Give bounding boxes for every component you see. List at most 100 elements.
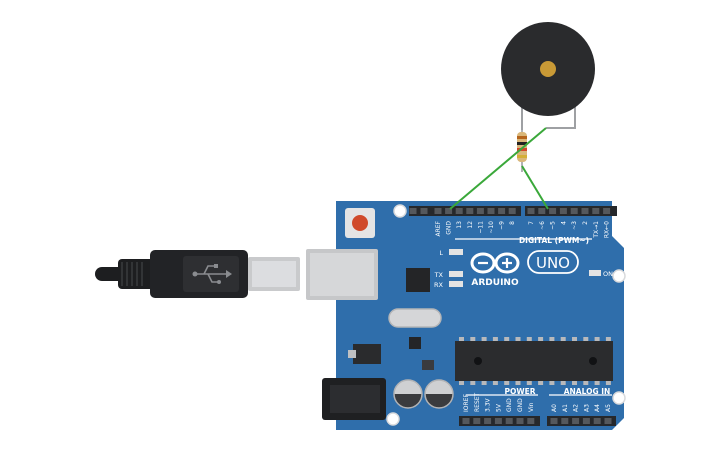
header-pin[interactable] (473, 418, 481, 424)
chip-leg (470, 337, 476, 342)
header-pin[interactable] (409, 208, 417, 214)
wire-gnd[interactable] (449, 127, 547, 210)
digital-header-left (409, 206, 521, 216)
capacitor (393, 379, 423, 409)
header-pin[interactable] (603, 208, 611, 214)
chip-leg (583, 337, 589, 342)
pin-label: 7 (528, 221, 535, 225)
pin-label: RESET (474, 392, 481, 412)
chip-leg (481, 380, 487, 385)
header-pin[interactable] (476, 208, 484, 214)
led-tx-label: TX (434, 271, 444, 279)
pin-label: IOREF (463, 394, 470, 412)
pin-label: Vin (528, 402, 535, 412)
pin-label: GND (517, 398, 524, 412)
header-pin[interactable] (559, 208, 567, 214)
header-pin[interactable] (549, 208, 557, 214)
chip-leg (526, 337, 532, 342)
header-pin[interactable] (466, 208, 474, 214)
header-pin[interactable] (572, 418, 580, 424)
pin-label: ~3 (571, 221, 578, 230)
header-pin[interactable] (604, 418, 612, 424)
chip-leg (572, 337, 577, 342)
pin-label: GND (506, 398, 513, 412)
dc-power-jack (322, 378, 386, 420)
chip-leg (594, 380, 600, 385)
usb-cable[interactable] (95, 250, 300, 298)
arduino-uno-board[interactable]: L TX RX ON ARDUINO UNO DIGITAL (306, 201, 626, 430)
header-pin[interactable] (455, 208, 463, 214)
header-pin[interactable] (593, 418, 601, 424)
chip-leg (515, 380, 521, 385)
header-pin[interactable] (505, 418, 513, 424)
chip-leg (572, 380, 577, 385)
header-pin[interactable] (494, 418, 502, 424)
usb-icon (192, 264, 232, 284)
small-chip (409, 337, 421, 349)
header-pin[interactable] (420, 208, 428, 214)
chip-leg (560, 380, 566, 385)
pin-label: ~10 (488, 221, 495, 234)
header-pin[interactable] (445, 208, 453, 214)
pin-label: 5V (495, 403, 502, 412)
chip-leg (504, 337, 510, 342)
pin-label: ~11 (477, 221, 484, 234)
chip-leg (515, 337, 521, 342)
led-tx: TX (434, 271, 463, 279)
voltage-regulator (353, 344, 381, 364)
analog-header (547, 416, 616, 426)
pin-label: AREF (435, 220, 442, 236)
chip-leg (492, 380, 498, 385)
crystal-oscillator (388, 308, 442, 328)
pin-label: ~9 (499, 221, 506, 230)
header-pin[interactable] (527, 208, 535, 214)
pin-label: 4 (560, 221, 567, 225)
mounting-hole (612, 269, 626, 283)
uno-badge: UNO (527, 250, 579, 274)
header-pin[interactable] (550, 418, 558, 424)
wire-pin-5[interactable] (521, 165, 549, 210)
chip-leg (605, 337, 611, 342)
capacitor (424, 379, 454, 409)
pin-label: 12 (467, 221, 474, 229)
header-pin[interactable] (581, 208, 589, 214)
pin-label: TX→1 (593, 221, 600, 239)
chip-leg (594, 337, 600, 342)
pin-label: 2 (582, 221, 589, 225)
header-pin[interactable] (487, 208, 495, 214)
header-pin[interactable] (561, 418, 569, 424)
pin-label: GND (446, 221, 453, 235)
header-pin[interactable] (434, 208, 442, 214)
pin-label: A3 (583, 404, 590, 412)
arduino-logo: ARDUINO (470, 252, 520, 288)
header-pin[interactable] (462, 418, 470, 424)
pin-label: ~5 (550, 221, 557, 230)
wires[interactable] (449, 127, 549, 210)
chip-leg (526, 380, 532, 385)
reset-button[interactable] (345, 208, 375, 238)
chip-leg (560, 337, 566, 342)
header-pin[interactable] (527, 418, 535, 424)
header-pin[interactable] (582, 418, 590, 424)
header-pin[interactable] (570, 208, 578, 214)
power-label: POWER (504, 387, 535, 396)
piezo-buzzer[interactable] (501, 22, 595, 130)
chip-leg (470, 380, 476, 385)
small-chip (422, 360, 434, 370)
chip-leg (538, 380, 544, 385)
header-pin[interactable] (508, 208, 516, 214)
pin-label: A1 (562, 404, 569, 412)
atmega-chip (455, 337, 613, 385)
header-pin[interactable] (538, 208, 546, 214)
header-pin[interactable] (498, 208, 506, 214)
chip-leg (459, 337, 464, 342)
header-pin[interactable] (516, 418, 524, 424)
pin-label: RX←0 (604, 221, 611, 238)
led-rx-label: RX (434, 281, 444, 289)
header-pin[interactable] (592, 208, 600, 214)
digital-label: DIGITAL (PWM~) (519, 236, 589, 245)
chip-leg (492, 337, 498, 342)
usb-controller-chip (406, 268, 430, 292)
header-pin[interactable] (484, 418, 492, 424)
